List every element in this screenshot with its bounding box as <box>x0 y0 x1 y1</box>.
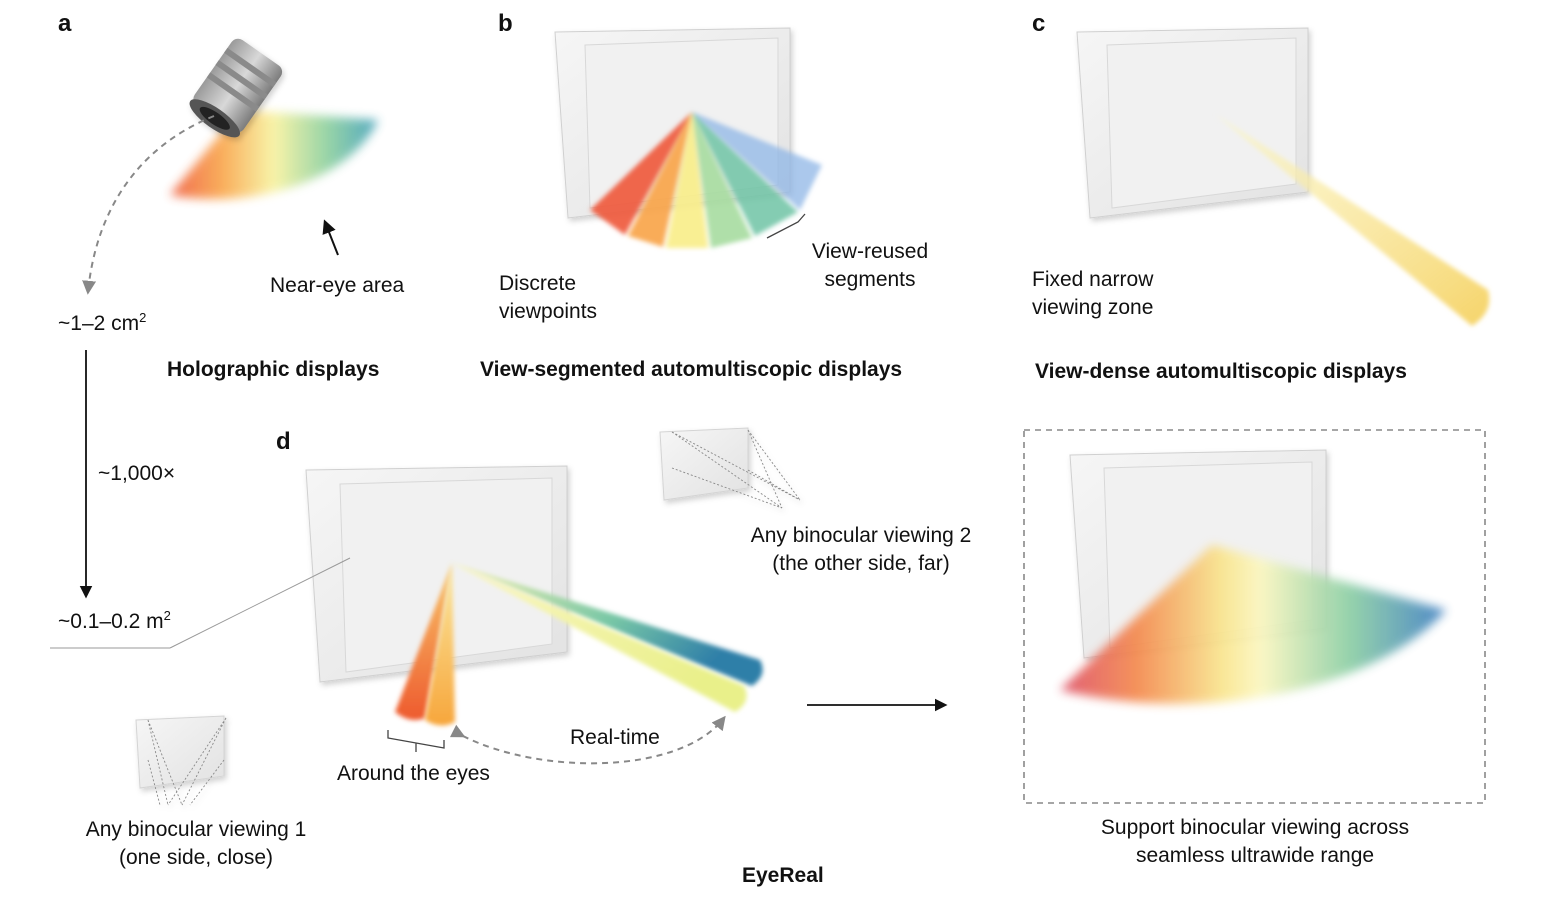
area-small-label: ~1–2 cm2 <box>58 310 147 335</box>
viewing-2-label: Any binocular viewing 2(the other side, … <box>750 524 972 575</box>
camera-to-area-dashed-arrow <box>82 115 215 295</box>
reused-segments-bracket <box>766 213 806 239</box>
area-large-label: ~0.1–0.2 m2 <box>58 608 171 633</box>
panel-letter-b: b <box>498 10 513 37</box>
near-eye-pointer-arrow <box>322 219 339 256</box>
realtime-label: Real-time <box>570 726 660 749</box>
thumbnail-viewing-2 <box>659 427 801 509</box>
thumbnail-viewing-1 <box>135 715 227 806</box>
view-segments-fan <box>590 112 822 248</box>
near-eye-label: Near-eye area <box>270 274 405 297</box>
panel-letter-c: c <box>1032 10 1046 37</box>
viewing-1-label: Any binocular viewing 1(one side, close) <box>85 818 307 869</box>
title-eyereal: EyeReal <box>742 864 824 887</box>
camera-icon <box>189 38 283 138</box>
realtime-dashed-arrow <box>449 715 726 765</box>
panel-letter-d: d <box>276 428 291 455</box>
ultrawide-fan <box>1060 545 1446 704</box>
eye-beams <box>395 563 763 726</box>
screen-c <box>1076 27 1309 219</box>
near-eye-fan <box>170 110 378 199</box>
title-view-segmented: View-segmented automultiscopic displays <box>480 358 903 381</box>
callout-line <box>169 557 351 649</box>
title-holographic: Holographic displays <box>167 358 380 381</box>
narrow-zone-beam <box>1215 114 1490 326</box>
around-eyes-label: Around the eyes <box>337 762 490 785</box>
panel-letter-a: a <box>58 10 72 37</box>
title-view-dense: View-dense automultiscopic displays <box>1035 360 1407 383</box>
screen-d <box>305 465 568 683</box>
around-eyes-bracket <box>387 730 445 752</box>
ratio-label: ~1,000× <box>98 462 176 485</box>
